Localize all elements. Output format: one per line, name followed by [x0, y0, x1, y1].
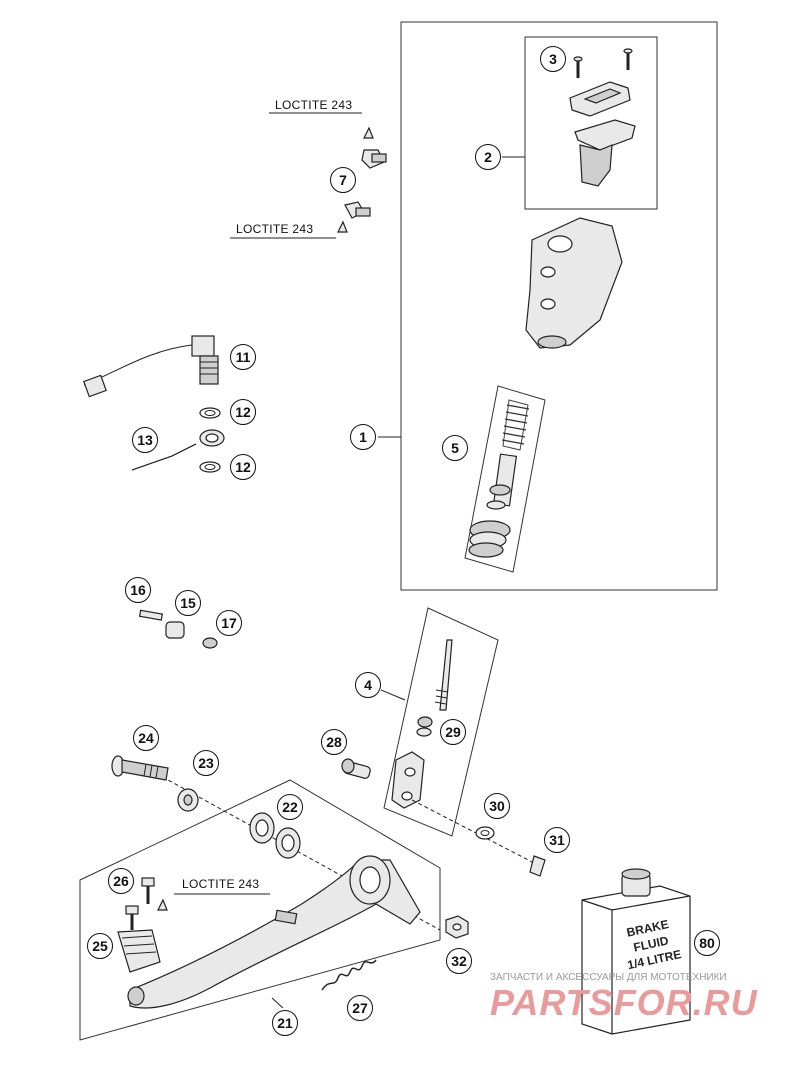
reservoir-cap: [569, 81, 631, 117]
callout-c15: 15: [175, 590, 201, 616]
callout-c11: 11: [230, 344, 256, 370]
mounting-bolts: [230, 112, 387, 239]
push-rod-assembly: [380, 607, 499, 837]
tip-screws: [125, 877, 270, 930]
callout-c24: 24: [133, 725, 159, 751]
callout-c12a: 12: [230, 399, 256, 425]
cap-screws: [573, 48, 633, 78]
callout-c2: 2: [475, 144, 501, 170]
diaphragm: [574, 119, 636, 187]
callout-c28: 28: [321, 729, 347, 755]
callout-c27: 27: [347, 995, 373, 1021]
clevis-pin: [341, 758, 371, 779]
callout-c29: 29: [440, 719, 466, 745]
loctite-label-top: LOCTITE 243: [275, 98, 353, 112]
callout-c23: 23: [193, 750, 219, 776]
callout-c5: 5: [442, 435, 468, 461]
brake-pedal-group-frame: [79, 779, 441, 1041]
bushing-screw-nut: [138, 609, 218, 649]
master-cylinder-body: [525, 217, 623, 349]
watermark-logo: PARTSFOR.RU: [490, 982, 758, 1023]
callout-c22: 22: [277, 794, 303, 820]
callout-c12b: 12: [230, 454, 256, 480]
pedal-bushings: [249, 812, 301, 859]
callout-c16: 16: [125, 577, 151, 603]
callout-c7: 7: [330, 167, 356, 193]
callout-c26: 26: [108, 868, 134, 894]
callout-c1: 1: [350, 424, 376, 450]
loctite-label-lower: LOCTITE 243: [182, 877, 260, 891]
pedal-nut: [445, 915, 469, 939]
brake-hose: [131, 429, 225, 471]
callout-c17: 17: [216, 610, 242, 636]
brake-light-switch: [83, 335, 219, 398]
washer-and-clip: [411, 799, 546, 877]
callout-c4: 4: [355, 672, 381, 698]
loctite-label-middle: LOCTITE 243: [236, 222, 314, 236]
callout-c13: 13: [132, 427, 158, 453]
callout-c21: 21: [272, 1010, 298, 1036]
pedal-tip: [117, 929, 161, 973]
callout-c80: 80: [694, 930, 720, 956]
brake-fluid-can: [581, 868, 691, 1035]
watermark: ЗАПЧАСТИ И АКСЕССУАРЫ ДЛЯ МОТОТЕХНИКИ PA…: [490, 972, 790, 1023]
return-spring: [321, 959, 377, 991]
callout-c25: 25: [87, 933, 113, 959]
master-cylinder-group-frame: [378, 21, 718, 591]
brake-pedal-lever: [127, 855, 421, 1009]
callout-c32: 32: [446, 948, 472, 974]
piston-kit: [464, 385, 546, 573]
callout-c30: 30: [484, 793, 510, 819]
sealing-washers: [199, 407, 221, 473]
callout-c31: 31: [544, 827, 570, 853]
callout-c3: 3: [540, 46, 566, 72]
watermark-tagline: ЗАПЧАСТИ И АКСЕССУАРЫ ДЛЯ МОТОТЕХНИКИ: [490, 972, 727, 983]
